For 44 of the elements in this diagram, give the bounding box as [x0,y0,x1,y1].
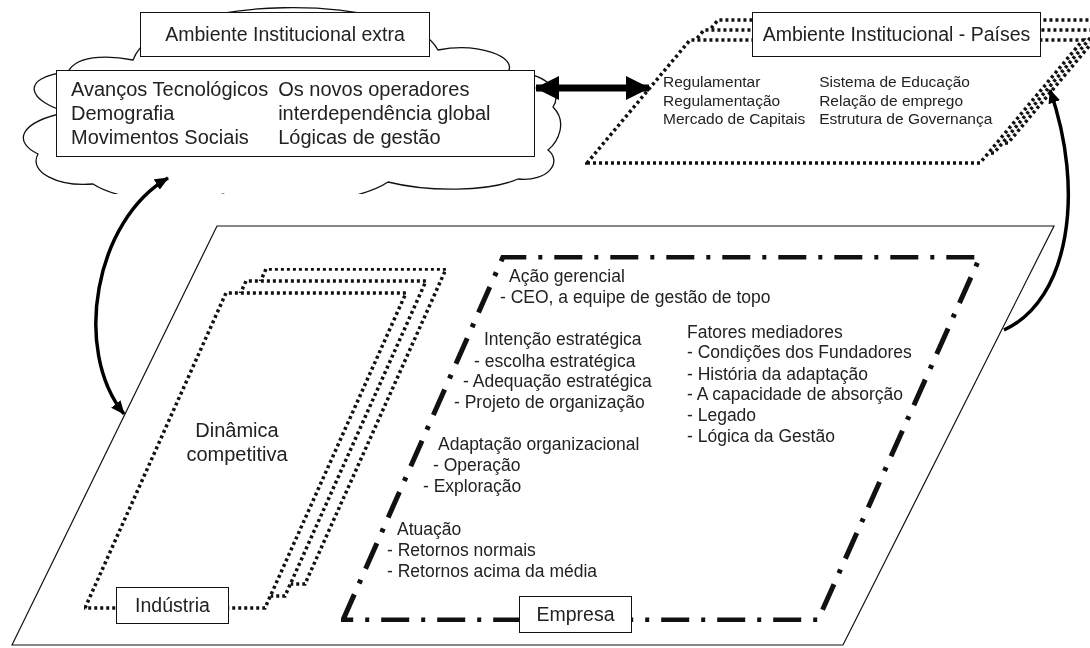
node-text: Indústria [135,592,210,618]
list-item: - escolha estratégica [474,351,636,371]
label-box [519,596,632,633]
list-item: Estrutura de Governança [819,110,993,129]
list-item: - Condições dos Fundadores [687,342,912,362]
node-text: Dinâmica competitiva [185,418,289,466]
list-item: Sistema de Educação [819,73,971,92]
list-item: - Retornos acima da média [387,561,598,581]
list-item: Atuação [397,519,462,539]
list-item: Intenção estratégica [484,329,642,349]
list-item: Ação gerencial [509,266,625,286]
title-box [140,12,430,57]
node-text: Ambiente Institucional extra [165,21,405,47]
list-item: Regulamentar [663,73,762,92]
list-item: - Lógica da Gestão [687,426,835,446]
list-item: Relação de emprego [819,91,965,110]
list-item: - Legado [687,405,757,425]
list-item: Adaptação organizacional [438,434,640,454]
list-item: Lógicas de gestão [278,125,442,149]
list-item: Regulamentação [663,91,782,110]
list-item: - CEO, a equipe de gestão de topo [500,287,771,307]
list-item: - Operação [433,455,521,475]
list-item: Mercado de Capitais [663,110,806,129]
list-item: - Exploração [423,476,522,496]
list-item: Avanços Tecnológicos [71,77,269,101]
list-item: Os novos operadores [278,77,471,101]
arrow [535,76,650,100]
parallelogram [10,225,1058,646]
list-item: - A capacidade de absorção [687,384,903,404]
list-item: - Projeto de organização [454,392,645,412]
list-item: interdependência global [278,101,491,125]
label-box [116,587,229,624]
list-item: - Retornos normais [387,540,536,560]
text-box [56,70,535,157]
list-item: Fatores mediadores [687,322,843,342]
list-item: Demografia [71,101,176,125]
node-text: Empresa [536,601,615,627]
list-item: - História da adaptação [687,364,868,384]
list-item: - Adequação estratégica [463,371,652,391]
title-box [752,12,1041,57]
arrow [94,176,169,415]
node-text: Ambiente Institucional - Países [762,21,1031,47]
list-item: Movimentos Sociais [71,125,250,149]
arrow [1003,89,1070,332]
